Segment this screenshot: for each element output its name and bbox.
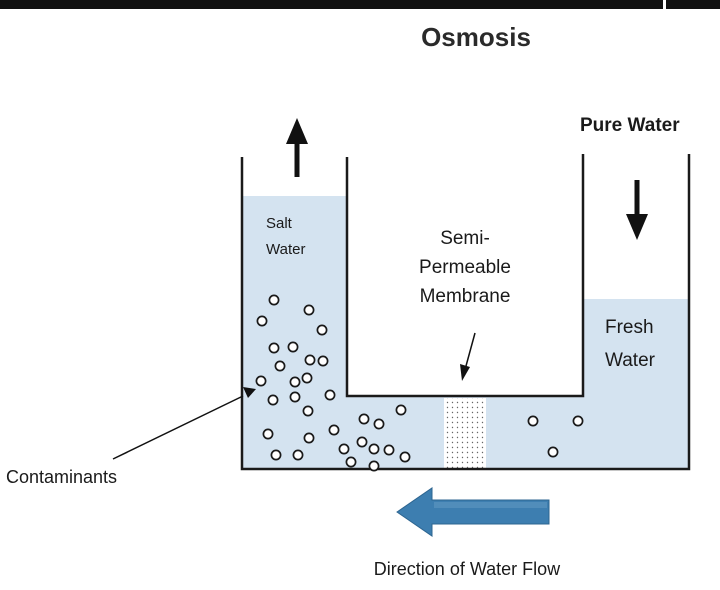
contaminant-particle: [373, 418, 385, 430]
contaminant-particles: [255, 294, 584, 472]
contaminant-particle: [338, 443, 350, 455]
contaminant-particle: [255, 375, 267, 387]
contaminant-particle: [358, 413, 370, 425]
arrow-up-icon: [286, 118, 308, 177]
contaminants-pointer-arrow: [112, 387, 256, 460]
contaminant-particle: [304, 354, 316, 366]
contaminant-particle: [303, 304, 315, 316]
salt-water-label-line1: Salt: [266, 215, 293, 232]
contaminant-particle: [302, 405, 314, 417]
contaminant-particle: [292, 449, 304, 461]
membrane-pointer-arrow: [460, 332, 476, 381]
top-status-bar: [0, 0, 720, 9]
contaminant-particle: [303, 432, 315, 444]
contaminant-particle: [317, 355, 329, 367]
contaminant-particle: [267, 394, 279, 406]
contaminant-particle: [345, 456, 357, 468]
arrow-left-icon: [396, 487, 550, 537]
salt-water-column: [242, 196, 347, 468]
contaminant-particle: [262, 428, 274, 440]
contaminant-particle: [274, 360, 286, 372]
u-tube-outline: [240, 154, 691, 471]
contaminant-particle: [395, 404, 407, 416]
contaminant-particle: [270, 449, 282, 461]
contaminant-particle: [356, 436, 368, 448]
membrane-label-line3: Membrane: [420, 286, 511, 307]
contaminant-particle: [268, 342, 280, 354]
contaminant-particle: [547, 446, 559, 458]
contaminant-particle: [399, 451, 411, 463]
fresh-water-column: [583, 299, 689, 468]
membrane-label-line2: Permeable: [419, 257, 511, 278]
contaminant-particle: [287, 341, 299, 353]
contaminant-particle: [268, 294, 280, 306]
contaminant-particle: [328, 424, 340, 436]
contaminant-particle: [301, 372, 313, 384]
fresh-water-label-line2: Water: [605, 350, 656, 371]
contaminant-particle: [289, 376, 301, 388]
contaminant-particle: [324, 389, 336, 401]
contaminant-particle: [572, 415, 584, 427]
contaminant-particle: [527, 415, 539, 427]
membrane-label-line1: Semi-: [440, 228, 490, 249]
contaminant-particle: [316, 324, 328, 336]
status-bar-mark: [663, 0, 666, 9]
flow-direction-label: Direction of Water Flow: [374, 559, 561, 579]
salt-water-label-line2: Water: [266, 241, 305, 258]
contaminant-particle: [289, 391, 301, 403]
contaminants-label: Contaminants: [6, 467, 117, 487]
contaminant-particle: [368, 443, 380, 455]
pure-water-label: Pure Water: [580, 115, 680, 136]
arrow-down-icon: [626, 180, 648, 240]
contaminant-particle: [256, 315, 268, 327]
contaminant-particle: [383, 444, 395, 456]
semi-permeable-membrane: [444, 398, 486, 468]
contaminant-particle: [368, 460, 380, 472]
diagram-title: Osmosis: [421, 22, 531, 52]
fresh-water-label-line1: Fresh: [605, 317, 654, 338]
